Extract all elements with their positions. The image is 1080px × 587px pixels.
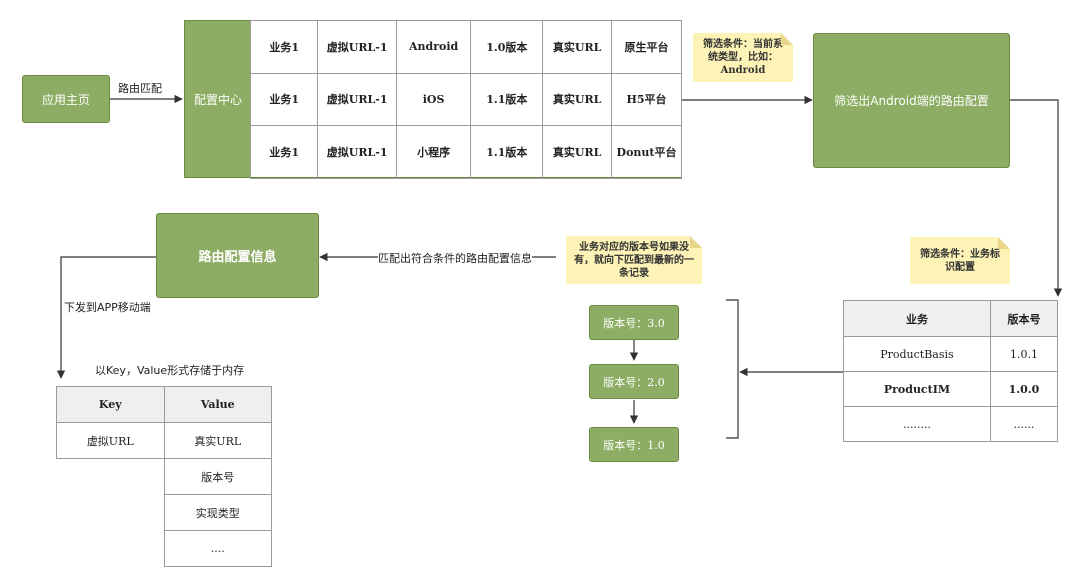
version-node-1[interactable]: 版本号：1.0 <box>589 427 679 462</box>
business-cell: ...... <box>989 406 1059 442</box>
kv-value-cell: .... <box>163 530 272 567</box>
config-cell: 业务1 <box>249 125 319 179</box>
config-cell: iOS <box>395 72 472 127</box>
kv-header-value: Value <box>163 386 272 423</box>
config-cell: 真实URL <box>542 20 613 74</box>
config-cell: 真实URL <box>542 125 613 179</box>
route-match-label: 路由匹配 <box>118 80 162 96</box>
edge-route-to-kv <box>56 256 159 379</box>
kv-table: Key Value 虚拟URL 真实URL 版本号 实现类型 .... <box>56 386 272 567</box>
filter-android-node[interactable]: 筛选出Android端的路由配置 <box>813 33 1010 168</box>
config-cell: Android <box>395 20 472 74</box>
kv-caption: 以Key，Value形式存储于内存 <box>95 362 245 378</box>
business-cell: ........ <box>843 406 991 442</box>
edge-filter-to-business <box>1010 99 1063 297</box>
config-cell: 虚拟URL-1 <box>317 125 397 179</box>
kv-value-cell: 实现类型 <box>163 494 272 531</box>
config-cell: 虚拟URL-1 <box>317 72 397 127</box>
config-cell: 虚拟URL-1 <box>317 20 397 74</box>
config-cell: 1.1版本 <box>470 72 544 127</box>
deliver-label: 下发到APP移动端 <box>64 299 151 315</box>
business-header-cell: 业务 <box>843 300 991 337</box>
home-node[interactable]: 应用主页 <box>22 75 110 123</box>
config-cell: 业务1 <box>249 72 319 127</box>
config-cell: H5平台 <box>611 72 682 127</box>
config-center-label: 配置中心 <box>185 21 251 177</box>
note-filter-system: 筛选条件：当前系统类型，比如：Android <box>693 33 793 82</box>
note-version-rule: 业务对应的版本号如果没有，就向下匹配到最新的一条记录 <box>566 236 702 284</box>
config-cell: Donut平台 <box>611 125 682 179</box>
business-cell: ProductBasis <box>843 336 991 372</box>
business-header-cell: 版本号 <box>989 300 1059 337</box>
kv-header-key: Key <box>56 386 165 423</box>
note-filter-business: 筛选条件：业务标识配置 <box>910 237 1010 284</box>
config-cell: 真实URL <box>542 72 613 127</box>
business-cell: 1.0.1 <box>989 336 1059 372</box>
kv-value-cell: 真实URL <box>163 422 272 459</box>
route-info-node[interactable]: 路由配置信息 <box>156 213 319 298</box>
config-cell: 小程序 <box>395 125 472 179</box>
version-node-3[interactable]: 版本号：3.0 <box>589 305 679 340</box>
version-bracket <box>726 299 739 439</box>
business-cell: ProductIM <box>843 371 991 407</box>
version-node-2[interactable]: 版本号：2.0 <box>589 364 679 399</box>
business-cell: 1.0.0 <box>989 371 1059 407</box>
config-cell: 原生平台 <box>611 20 682 74</box>
business-row: .............. <box>843 406 1059 442</box>
config-cell: 1.1版本 <box>470 125 544 179</box>
config-cell: 1.0版本 <box>470 20 544 74</box>
config-cell: 业务1 <box>249 20 319 74</box>
kv-key-cell: 虚拟URL <box>56 422 165 459</box>
kv-value-cell: 版本号 <box>163 458 272 495</box>
match-out-label: 匹配出符合条件的路由配置信息 <box>378 250 532 266</box>
